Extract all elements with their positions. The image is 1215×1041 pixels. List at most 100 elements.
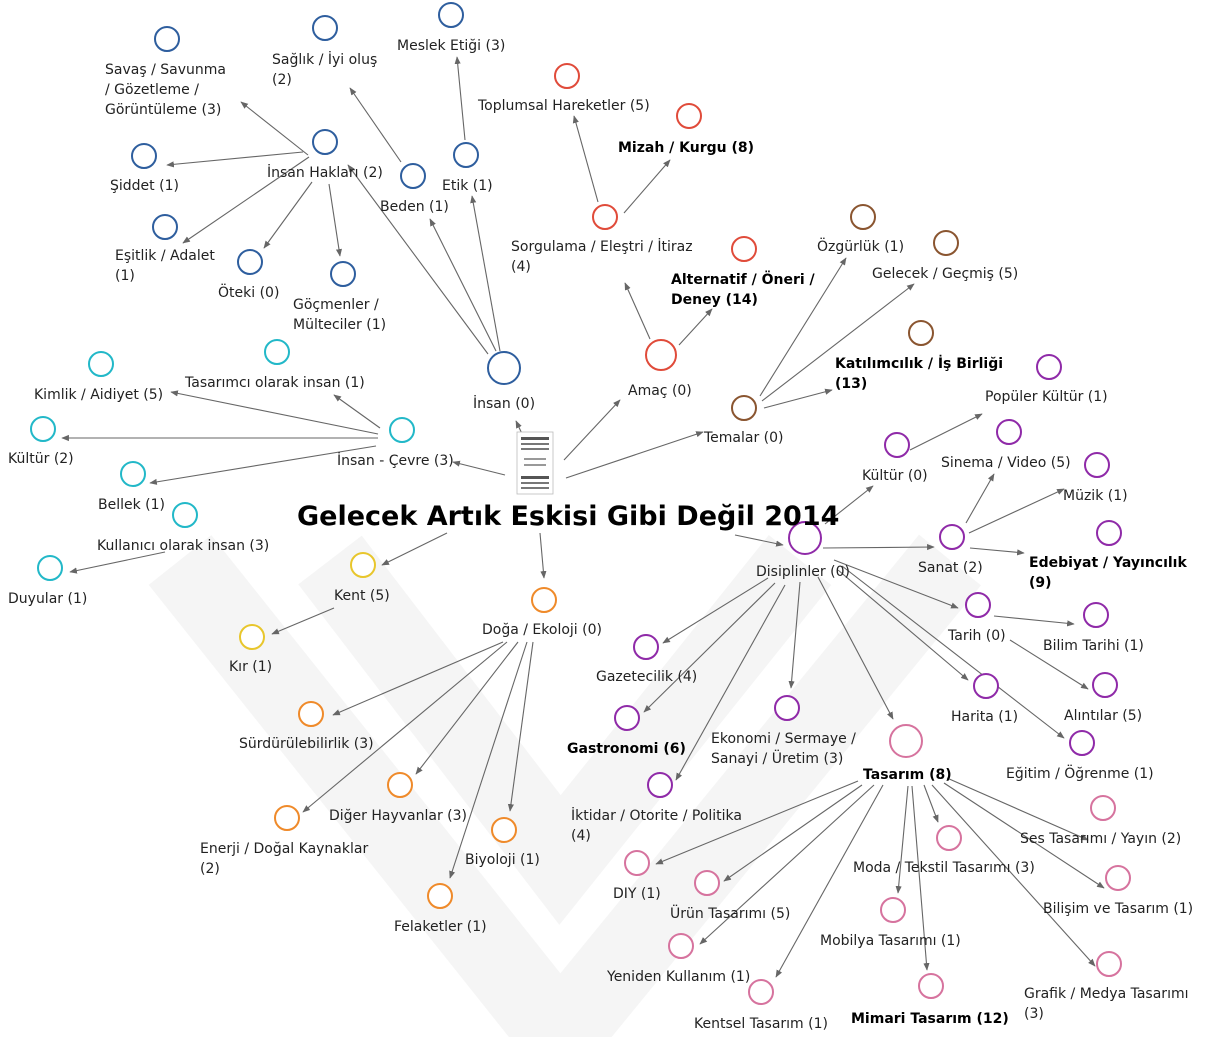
node-circle-gelecek[interactable] — [933, 230, 959, 256]
node-mimari[interactable]: Mimari Tasarım (12) — [851, 973, 1009, 1027]
node-ses[interactable]: Ses Tasarımı / Yayın (2) — [1020, 795, 1181, 847]
node-circle-ses[interactable] — [1090, 795, 1116, 821]
node-egitim[interactable]: Eğitim / Öğrenme (1) — [1006, 730, 1154, 782]
node-ozgurluk[interactable]: Özgürlük (1) — [817, 204, 904, 255]
node-amac[interactable]: Amaç (0) — [628, 339, 692, 399]
node-surdurulebilirlik[interactable]: Sürdürülebilirlik (3) — [239, 701, 374, 752]
node-alintilar[interactable]: Alıntılar (5) — [1064, 672, 1142, 724]
node-circle-kultur-d[interactable] — [884, 432, 910, 458]
node-sorgulama[interactable]: Sorgulama / Eleştri / İtiraz(4) — [511, 204, 693, 275]
node-circle-insan-haklari[interactable] — [312, 129, 338, 155]
node-circle-surdurulebilirlik[interactable] — [298, 701, 324, 727]
node-gocmenler[interactable]: Göçmenler /Mülteciler (1) — [293, 261, 386, 333]
node-savas[interactable]: Savaş / Savunma/ Gözetleme /Görüntüleme … — [105, 26, 226, 118]
node-katilimcilik[interactable]: Katılımcılık / İş Birliği(13) — [835, 320, 1003, 392]
node-insan-cevre[interactable]: İnsan - Çevre (3) — [337, 417, 454, 469]
node-yeniden[interactable]: Yeniden Kullanım (1) — [606, 933, 750, 985]
node-circle-temalar[interactable] — [731, 395, 757, 421]
node-circle-kullanici[interactable] — [172, 502, 198, 528]
node-muzik[interactable]: Müzik (1) — [1063, 452, 1128, 504]
node-circle-edebiyat[interactable] — [1096, 520, 1122, 546]
node-beden[interactable]: Beden (1) — [380, 163, 449, 215]
node-circle-tarih[interactable] — [965, 592, 991, 618]
node-grafik[interactable]: Grafik / Medya Tasarımı(3) — [1024, 951, 1188, 1022]
node-biyoloji[interactable]: Biyoloji (1) — [465, 817, 540, 868]
node-saglik[interactable]: Sağlık / İyi oluş(2) — [272, 15, 377, 88]
node-circle-bilim-tarihi[interactable] — [1083, 602, 1109, 628]
node-circle-grafik[interactable] — [1096, 951, 1122, 977]
node-circle-ekonomi[interactable] — [774, 695, 800, 721]
node-circle-katilimcilik[interactable] — [908, 320, 934, 346]
node-bilim-tarihi[interactable]: Bilim Tarihi (1) — [1043, 602, 1144, 654]
node-diger-hayvanlar[interactable]: Diğer Hayvanlar (3) — [329, 772, 467, 824]
node-circle-alintilar[interactable] — [1092, 672, 1118, 698]
node-circle-esitlik[interactable] — [152, 214, 178, 240]
node-circle-felaketler[interactable] — [427, 883, 453, 909]
node-circle-kimlik[interactable] — [88, 351, 114, 377]
node-circle-beden[interactable] — [400, 163, 426, 189]
node-circle-biyoloji[interactable] — [491, 817, 517, 843]
node-mizah[interactable]: Mizah / Kurgu (8) — [618, 103, 754, 156]
node-circle-diger-hayvanlar[interactable] — [387, 772, 413, 798]
node-tasarim[interactable]: Tasarım (8) — [863, 724, 952, 783]
node-circle-gocmenler[interactable] — [330, 261, 356, 287]
node-circle-tasarim[interactable] — [889, 724, 923, 758]
node-felaketler[interactable]: Felaketler (1) — [394, 883, 487, 935]
node-circle-kultur-c[interactable] — [30, 416, 56, 442]
node-circle-urun[interactable] — [694, 870, 720, 896]
node-circle-disiplinler[interactable] — [788, 521, 822, 555]
node-iktidar[interactable]: İktidar / Otorite / Politika(4) — [571, 772, 742, 844]
node-circle-tasarimci[interactable] — [264, 339, 290, 365]
node-kent[interactable]: Kent (5) — [334, 552, 390, 604]
node-circle-populer[interactable] — [1036, 354, 1062, 380]
node-circle-mimari[interactable] — [918, 973, 944, 999]
node-enerji[interactable]: Enerji / Doğal Kaynaklar(2) — [200, 805, 368, 877]
node-circle-enerji[interactable] — [274, 805, 300, 831]
node-temalar[interactable]: Temalar (0) — [703, 395, 784, 446]
node-etik[interactable]: Etik (1) — [442, 142, 493, 194]
node-bellek[interactable]: Bellek (1) — [98, 461, 165, 513]
node-circle-oteki[interactable] — [237, 249, 263, 275]
node-circle-kir[interactable] — [239, 624, 265, 650]
node-meslek-etigi[interactable]: Meslek Etiği (3) — [397, 2, 505, 54]
node-circle-duyular[interactable] — [37, 555, 63, 581]
node-doga[interactable]: Doğa / Ekoloji (0) — [482, 587, 602, 638]
node-harita[interactable]: Harita (1) — [951, 673, 1018, 725]
node-disiplinler[interactable]: Disiplinler (0) — [756, 521, 850, 580]
node-circle-savas[interactable] — [154, 26, 180, 52]
node-circle-egitim[interactable] — [1069, 730, 1095, 756]
node-circle-ozgurluk[interactable] — [850, 204, 876, 230]
node-insan-haklari[interactable]: İnsan Hakları (2) — [267, 129, 383, 181]
node-circle-mobilya[interactable] — [880, 897, 906, 923]
node-kentsel[interactable]: Kentsel Tasarım (1) — [694, 979, 828, 1032]
node-tarih[interactable]: Tarih (0) — [947, 592, 1006, 644]
node-gazetecilik[interactable]: Gazetecilik (4) — [596, 634, 697, 685]
node-bilisim[interactable]: Bilişim ve Tasarım (1) — [1043, 865, 1193, 917]
node-circle-kent[interactable] — [350, 552, 376, 578]
node-kultur-c[interactable]: Kültür (2) — [8, 416, 74, 467]
node-urun[interactable]: Ürün Tasarımı (5) — [670, 870, 790, 922]
node-circle-insan[interactable] — [487, 351, 521, 385]
node-edebiyat[interactable]: Edebiyat / Yayıncılık(9) — [1029, 520, 1187, 591]
node-diy[interactable]: DIY (1) — [613, 850, 661, 902]
node-circle-amac[interactable] — [645, 339, 677, 371]
node-circle-toplumsal[interactable] — [554, 63, 580, 89]
node-circle-diy[interactable] — [624, 850, 650, 876]
node-alternatif[interactable]: Alternatif / Öneri /Deney (14) — [671, 236, 816, 308]
node-moda[interactable]: Moda / Tekstil Tasarımı (3) — [853, 825, 1035, 876]
node-circle-alternatif[interactable] — [731, 236, 757, 262]
node-siddet[interactable]: Şiddet (1) — [110, 143, 179, 194]
node-circle-iktidar[interactable] — [647, 772, 673, 798]
node-circle-harita[interactable] — [973, 673, 999, 699]
node-circle-sorgulama[interactable] — [592, 204, 618, 230]
node-circle-bilisim[interactable] — [1105, 865, 1131, 891]
node-circle-kentsel[interactable] — [748, 979, 774, 1005]
node-circle-etik[interactable] — [453, 142, 479, 168]
node-populer[interactable]: Popüler Kültür (1) — [985, 354, 1108, 405]
node-circle-mizah[interactable] — [676, 103, 702, 129]
node-ekonomi[interactable]: Ekonomi / Sermaye /Sanayi / Üretim (3) — [711, 695, 856, 767]
node-circle-moda[interactable] — [936, 825, 962, 851]
node-circle-gastronomi[interactable] — [614, 705, 640, 731]
node-gelecek[interactable]: Gelecek / Geçmiş (5) — [872, 230, 1018, 282]
node-circle-muzik[interactable] — [1084, 452, 1110, 478]
